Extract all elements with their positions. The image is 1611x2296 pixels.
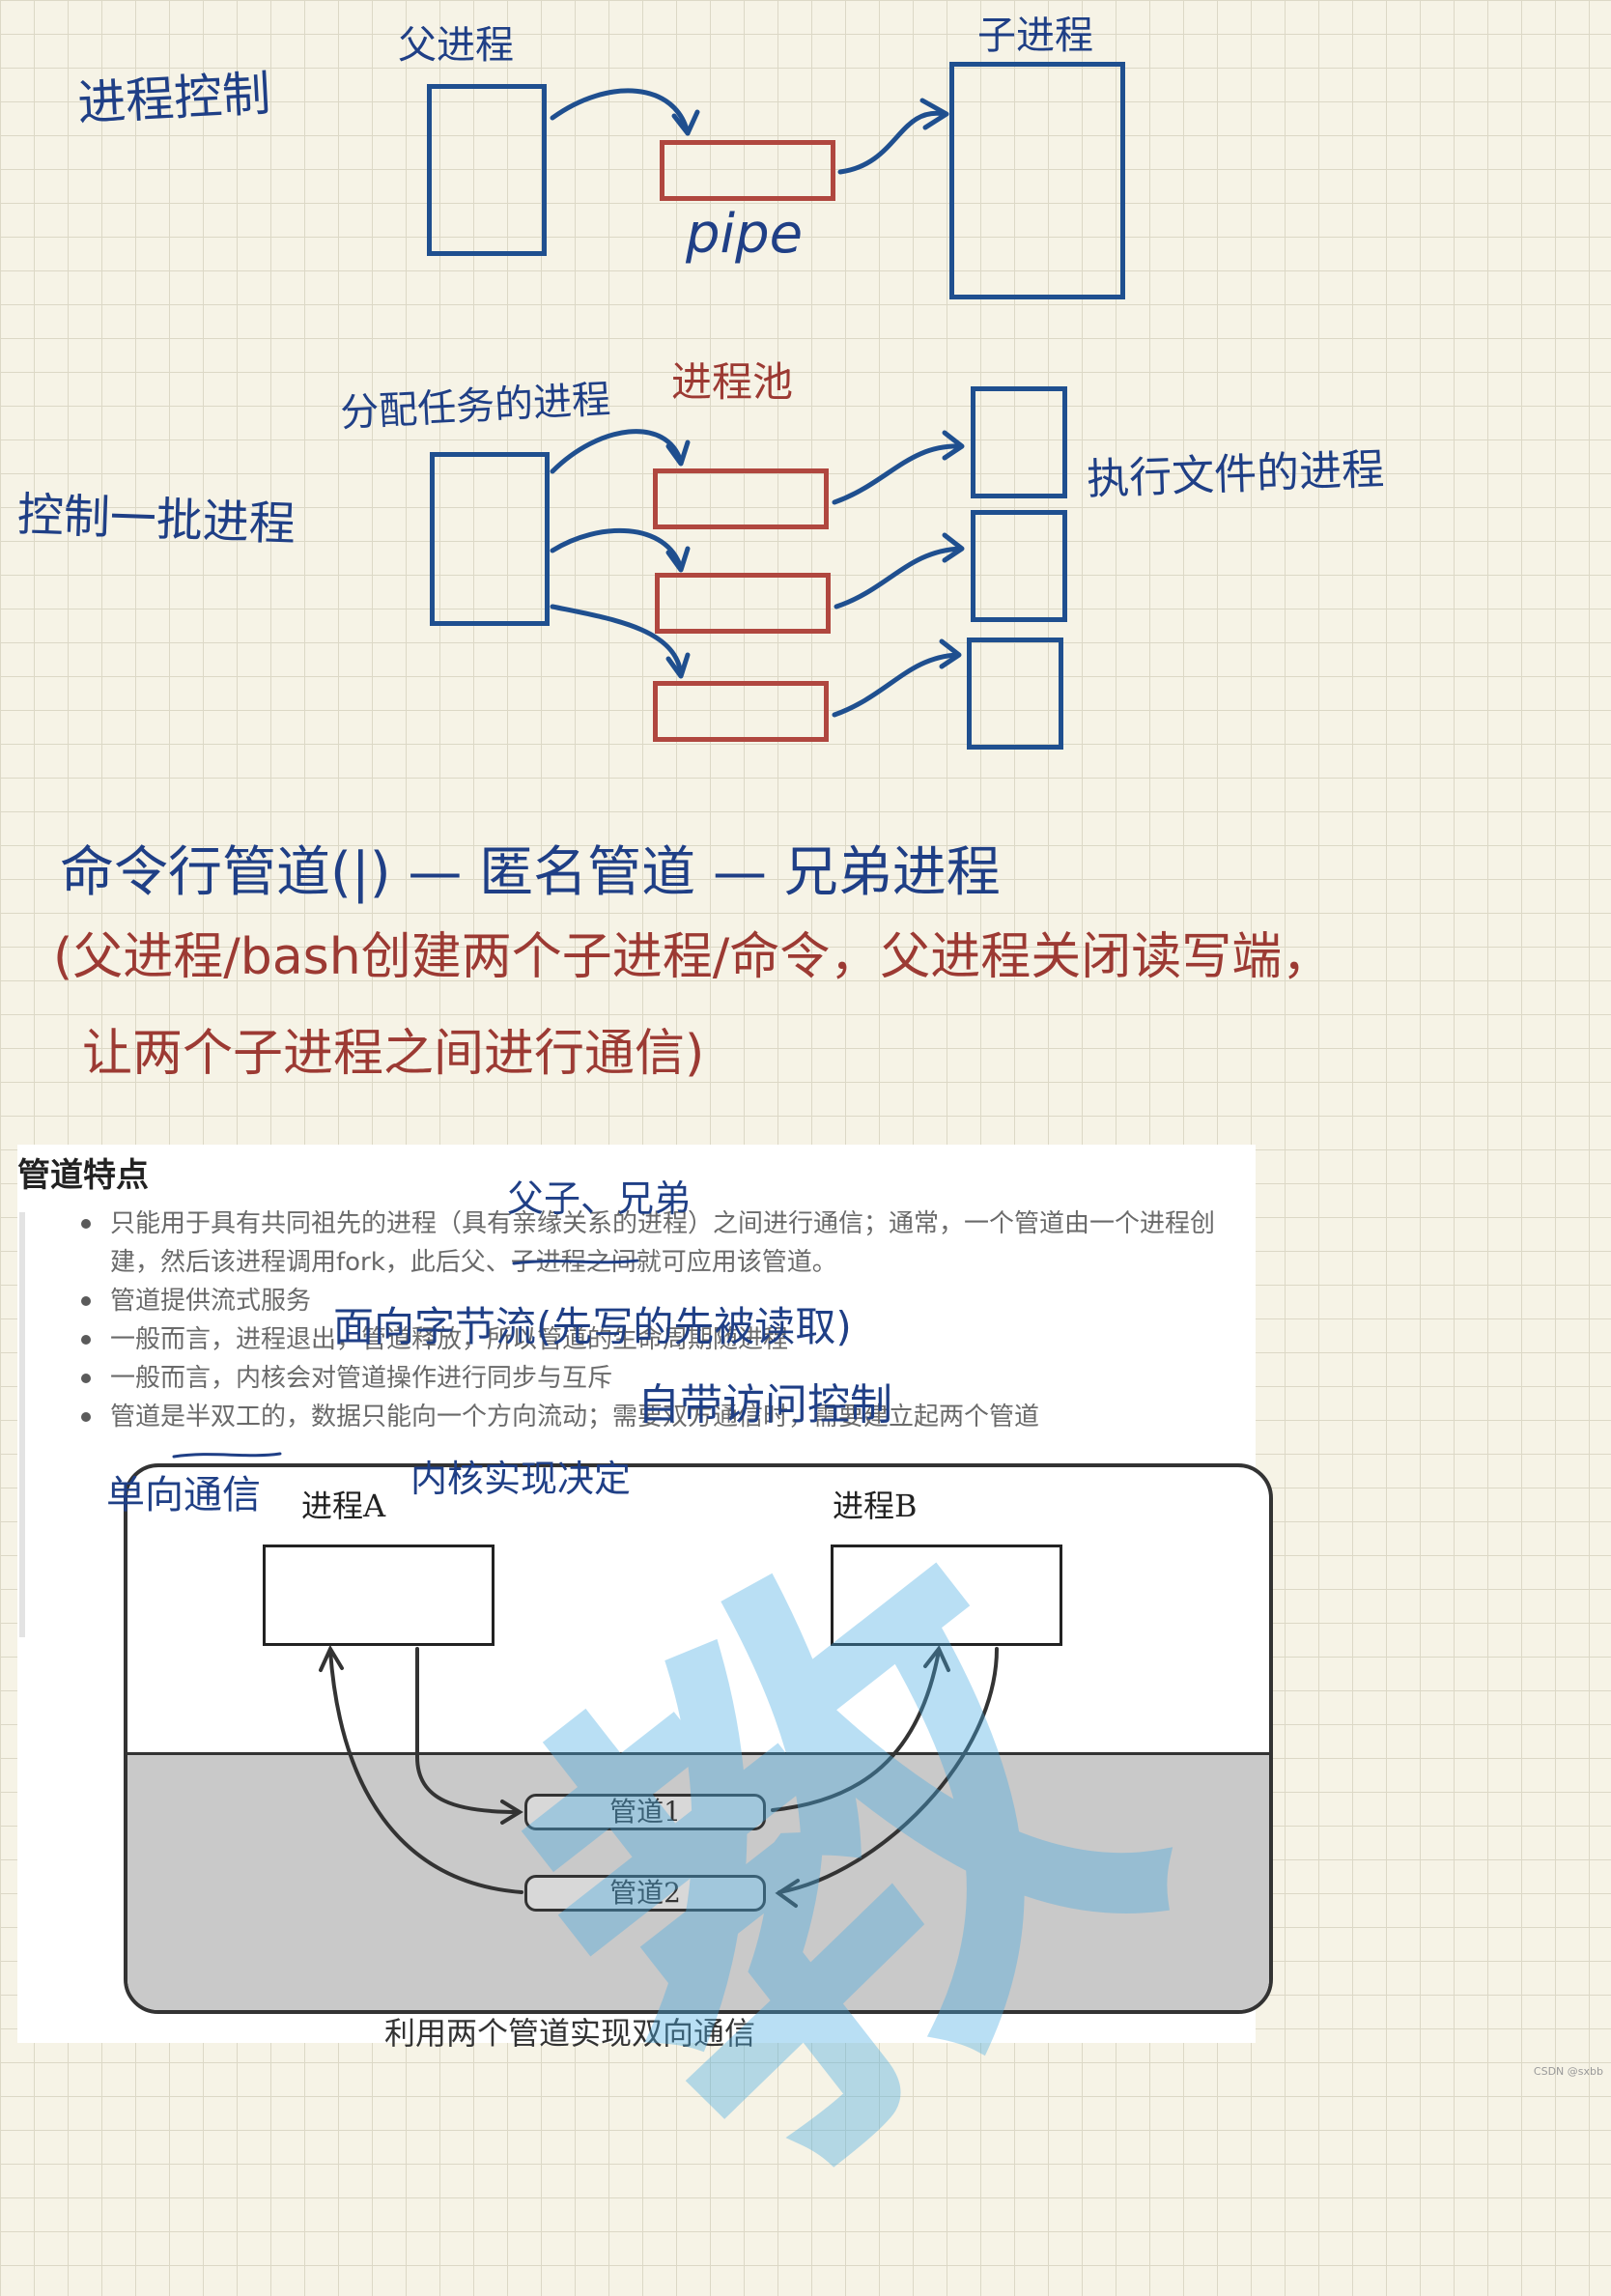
arrow-b-to-pipe2 — [777, 1647, 999, 1894]
exec-process-box-3 — [967, 638, 1063, 750]
arrow-slot2-to-exec2 — [834, 546, 964, 609]
note-line-2: (父进程/bash创建两个子进程/命令，父进程关闭读写端， — [53, 928, 1333, 986]
arrow-pipe-to-child — [837, 110, 947, 175]
process-b-label: 进程B — [833, 1488, 918, 1524]
arrow-dispatch-to-slot3 — [550, 604, 684, 677]
pool-slot-2 — [655, 573, 831, 634]
annotation-one-way: 单向通信 — [106, 1473, 261, 1517]
article-excerpt: 管道特点 只能用于具有共同祖先的进程（具有亲缘关系的进程）之间进行通信；通常，一… — [17, 1145, 1273, 2052]
article-heading: 管道特点 — [17, 1156, 149, 1195]
credit-text: CSDN @sxbb — [1533, 2065, 1603, 2078]
arrow-dispatch-to-slot2 — [550, 527, 684, 571]
quote-bar — [19, 1212, 25, 1637]
pool-slot-3 — [653, 681, 829, 742]
arrow-pipe1-to-b-head — [923, 1645, 950, 1672]
list-item: 一般而言，内核会对管道操作进行同步与互斥 — [75, 1359, 1254, 1398]
annotation-access-control: 自带访问控制 — [637, 1380, 892, 1430]
exec-process-box-1 — [971, 386, 1067, 498]
dispatch-process-box — [430, 452, 550, 626]
arrow-a-to-pipe1-head — [500, 1800, 523, 1825]
process-a-box — [263, 1545, 495, 1646]
annotation-byte-stream: 面向字节流(先写的先被读取) — [333, 1303, 852, 1350]
pipe-label: pipe — [686, 203, 804, 266]
child-process-label: 子进程 — [977, 14, 1093, 58]
list-item: 管道是半双工的，数据只能向一个方向流动；需要双方通信时，需要建立起两个管道 — [75, 1398, 1254, 1436]
exec-process-box-2 — [971, 510, 1067, 622]
pool-slot-1 — [653, 468, 829, 529]
arrow-slot3-to-exec3-head — [939, 638, 962, 669]
parent-process-box — [427, 84, 547, 256]
note-line-3: 让两个子进程之间进行通信) — [82, 1025, 705, 1083]
pipe-1: 管道1 — [524, 1794, 766, 1830]
child-process-box — [949, 62, 1125, 299]
arrow-parent-to-pipe-head — [671, 109, 700, 136]
sketch-arrows — [550, 88, 965, 718]
arrow-a-to-pipe1 — [415, 1647, 521, 1814]
arrow-pipe2-to-a — [328, 1649, 523, 1894]
arrow-pipe1-to-b — [771, 1649, 941, 1812]
figure-arrows — [319, 1644, 999, 1908]
parent-process-label: 父进程 — [398, 23, 514, 68]
arrow-dispatch-to-slot2-head — [665, 546, 691, 573]
list-item: 管道提供流式服务 — [75, 1282, 1254, 1320]
arrow-slot1-to-exec1 — [832, 443, 964, 505]
arrow-pipe2-to-a-head — [319, 1644, 344, 1672]
feature-list: 只能用于具有共同祖先的进程（具有亲缘关系的进程）之间进行通信；通常，一个管道由一… — [75, 1205, 1254, 1436]
annotation-kinship: 父子、兄弟 — [507, 1177, 692, 1220]
pipe-2: 管道2 — [524, 1875, 766, 1912]
arrow-slot1-to-exec1-head — [942, 430, 965, 461]
arrow-dispatch-to-slot1 — [550, 429, 684, 474]
pipe-box — [660, 140, 835, 201]
arrow-b-to-pipe2-head — [775, 1879, 800, 1908]
two-pipe-figure: 进程A 进程B 管道1 管道2 — [124, 1463, 1273, 2014]
arrow-dispatch-to-slot3-head — [665, 652, 691, 679]
arrow-pipe-to-child-head — [919, 98, 949, 130]
process-b-box — [831, 1545, 1062, 1646]
annotation-kernel: 内核实现决定 — [410, 1458, 632, 1500]
list-item: 一般而言，进程退出，管道释放，所以管道的生命周期随进程 — [75, 1320, 1254, 1359]
arrow-slot2-to-exec2-head — [942, 532, 965, 563]
process-a-label: 进程A — [301, 1488, 386, 1524]
arrow-slot3-to-exec3 — [832, 652, 961, 718]
process-pool-label: 进程池 — [671, 358, 794, 406]
note-line-1: 命令行管道(|) — 匿名管道 — 兄弟进程 — [60, 841, 1001, 904]
arrow-parent-to-pipe — [550, 88, 691, 136]
figure-caption: 利用两个管道实现双向通信 — [384, 2015, 756, 2052]
list-item: 只能用于具有共同祖先的进程（具有亲缘关系的进程）之间进行通信；通常，一个管道由一… — [75, 1205, 1254, 1282]
arrow-dispatch-to-slot1-head — [665, 439, 691, 467]
